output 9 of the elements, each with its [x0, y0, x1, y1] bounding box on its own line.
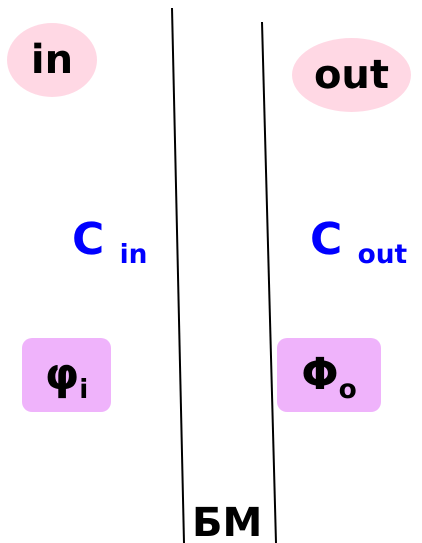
- node-text: Φ$_{o}$: [301, 353, 357, 397]
- node-text: in: [30, 40, 74, 80]
- rounded-box: [277, 338, 381, 412]
- rounded-box: [22, 338, 111, 412]
- membrane-label: БМ: [192, 503, 262, 543]
- node-text: out: [314, 55, 390, 95]
- concentration-label: C $_{in}$: [72, 218, 148, 262]
- concentration-label: C $_{out}$: [310, 218, 408, 262]
- node-text: φ$_{i}$: [44, 353, 88, 397]
